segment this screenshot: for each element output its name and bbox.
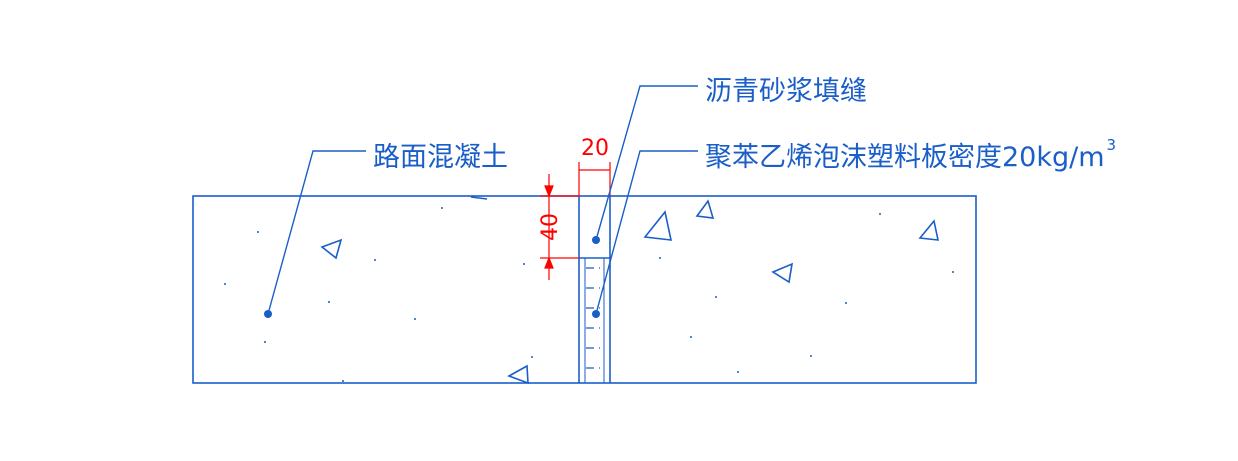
leader-foam-board — [595, 150, 698, 315]
aggregate-dot — [523, 263, 525, 265]
label-foam-board-superscript: 3 — [1107, 136, 1117, 154]
dimension-joint-width — [578, 162, 611, 196]
leader-dot-concrete — [264, 310, 272, 318]
aggregate-triangle — [320, 238, 343, 260]
aggregate-dot — [264, 341, 266, 343]
leader-dot-foam-board — [592, 310, 600, 318]
aggregate-dot — [952, 271, 954, 273]
aggregate-dots — [224, 207, 954, 382]
leader-asphalt-mortar — [595, 85, 698, 241]
aggregate-triangle — [643, 210, 673, 241]
aggregate-dot — [257, 231, 259, 233]
aggregate-triangle — [918, 219, 940, 241]
aggregate-dot — [715, 296, 717, 298]
aggregate-dot — [810, 355, 812, 357]
aggregate-dot — [737, 371, 739, 373]
aggregate-dot — [342, 380, 344, 382]
aggregate-dot — [845, 302, 847, 304]
arrowhead-up — [544, 256, 554, 269]
dimension-mortar-depth — [540, 174, 579, 280]
aggregate-triangle — [771, 262, 794, 284]
aggregate-dot — [374, 259, 376, 261]
aggregate-triangle — [507, 364, 529, 385]
arrowhead-down — [544, 185, 554, 198]
aggregate-triangles — [320, 196, 940, 385]
aggregate-triangle — [695, 199, 715, 219]
joint-width-value: 20 — [581, 136, 609, 161]
label-asphalt-mortar: 沥青砂浆填缝 — [705, 76, 867, 107]
foam-board-hatch — [586, 267, 600, 369]
aggregate-dot — [224, 283, 226, 285]
leader-dot-asphalt-mortar — [592, 236, 600, 244]
leader-concrete — [267, 150, 366, 315]
mortar-depth-value: 40 — [538, 213, 563, 241]
aggregate-dot — [879, 213, 881, 215]
aggregate-dot — [531, 356, 533, 358]
aggregate-dot — [441, 207, 443, 209]
label-concrete: 路面混凝土 — [373, 142, 508, 173]
label-foam-board-text: 聚苯乙烯泡沫塑料板密度20kg/m — [705, 142, 1105, 173]
aggregate-mark — [470, 196, 488, 200]
expansion-joint — [578, 196, 611, 383]
aggregate-dot — [328, 301, 330, 303]
aggregate-dot — [414, 318, 416, 320]
aggregate-dot — [690, 336, 692, 338]
aggregate-dot — [659, 257, 661, 259]
